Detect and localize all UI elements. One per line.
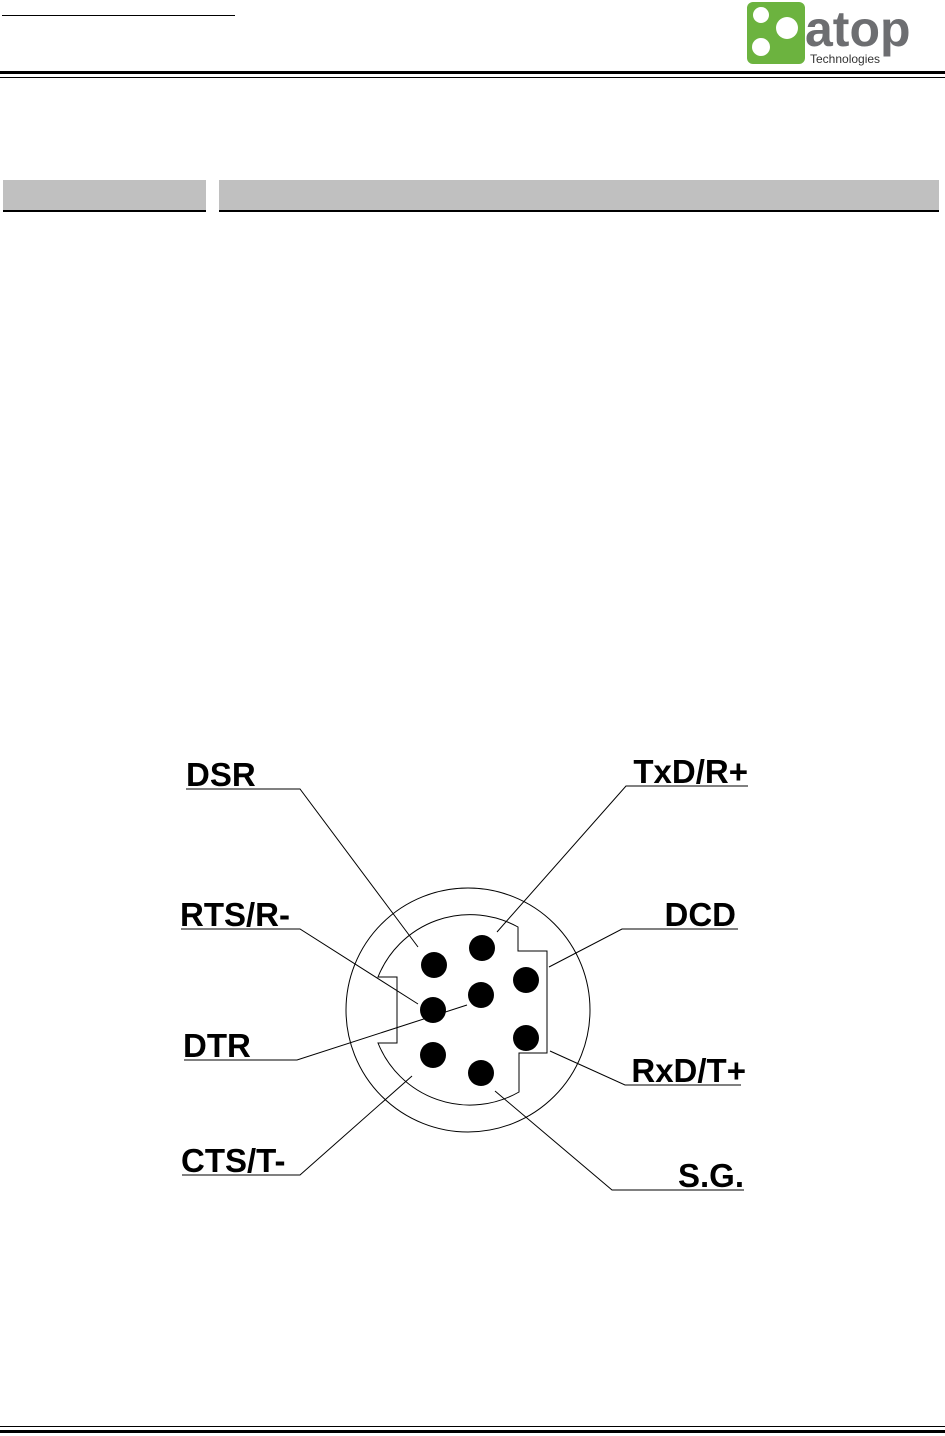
connector-outer-ring	[345, 887, 591, 1133]
leader-txd	[496, 785, 748, 933]
header-short-rule	[2, 15, 235, 16]
pin-dtr	[420, 997, 446, 1023]
pin-dsr	[421, 952, 447, 978]
leader-dcd	[548, 928, 738, 968]
pin-dcd	[513, 967, 539, 993]
pin-cts	[420, 1042, 446, 1068]
logo-subtitle: Technologies	[810, 52, 880, 66]
pin-sg	[468, 1060, 494, 1086]
label-sg: S.G.	[678, 1157, 744, 1194]
table-header-cell-left	[3, 180, 206, 212]
logo-dot-icon	[752, 38, 770, 56]
leader-dsr	[186, 788, 419, 948]
atop-logo: atop Technologies	[747, 2, 911, 66]
pin-rxd	[513, 1025, 539, 1051]
logo-dot-icon	[753, 7, 769, 23]
connector-inner-shell	[377, 914, 548, 1106]
leader-dtr	[184, 1004, 468, 1061]
label-rxd: RxD/T+	[631, 1052, 746, 1089]
leader-cts	[182, 1075, 413, 1176]
label-dtr: DTR	[183, 1027, 251, 1064]
header-rule	[0, 71, 945, 74]
footer-rule	[0, 1430, 945, 1433]
pin-center	[468, 982, 494, 1008]
label-rts: RTS/R-	[180, 896, 290, 933]
pin-txd	[469, 935, 495, 961]
footer-rule-thin	[0, 1426, 945, 1427]
logo-dot-icon	[776, 17, 798, 39]
header-rule-thin	[0, 77, 945, 78]
table-header-cell-right	[219, 180, 939, 212]
logo-word: atop	[805, 2, 911, 57]
label-dcd: DCD	[665, 896, 737, 933]
leader-sg	[494, 1090, 744, 1191]
label-dsr: DSR	[186, 756, 256, 793]
leader-rts	[181, 928, 419, 1005]
label-cts: CTS/T-	[181, 1142, 286, 1179]
label-txd: TxD/R+	[633, 753, 748, 790]
leader-rxd	[549, 1050, 741, 1086]
